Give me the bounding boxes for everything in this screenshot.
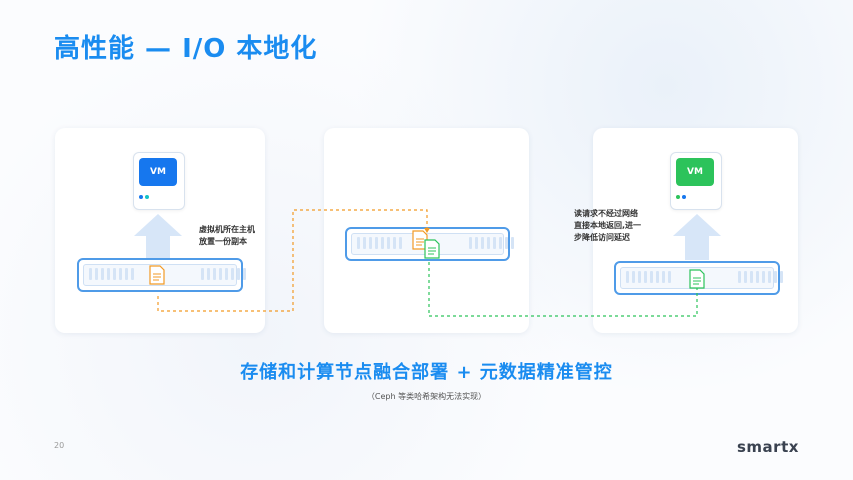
vm-icon: VM xyxy=(670,152,722,210)
up-arrow-icon xyxy=(685,236,709,260)
tagline: 存储和计算节点融合部署 + 元数据精准管控 xyxy=(240,362,613,383)
green-replica-path xyxy=(428,262,698,317)
up-arrow-icon xyxy=(134,214,182,236)
vm-label: VM xyxy=(676,158,714,186)
footnote: （Ceph 等类哈希架构无法实现） xyxy=(366,392,487,401)
orange-replica-path xyxy=(157,209,428,312)
document-icon xyxy=(412,230,428,250)
annotation-local-read: 读请求不经过网络 直接本地返回,进一 步降低访问延迟 xyxy=(574,209,642,242)
brand-logo: smartx xyxy=(737,438,799,456)
annotation-replica: 虚拟机所在主机 放置一份副本 xyxy=(199,225,255,246)
vm-label: VM xyxy=(139,158,177,186)
document-icon xyxy=(149,265,165,285)
up-arrow-icon xyxy=(673,214,721,236)
document-icon xyxy=(689,269,705,289)
orange-arrowhead xyxy=(424,228,430,233)
server-icon xyxy=(77,258,246,292)
page-number: 20 xyxy=(54,441,65,450)
document-icon xyxy=(424,239,440,259)
up-arrow-icon xyxy=(146,236,170,258)
vm-icon: VM xyxy=(133,152,185,210)
page-title: 高性能 — I/O 本地化 xyxy=(54,34,318,64)
